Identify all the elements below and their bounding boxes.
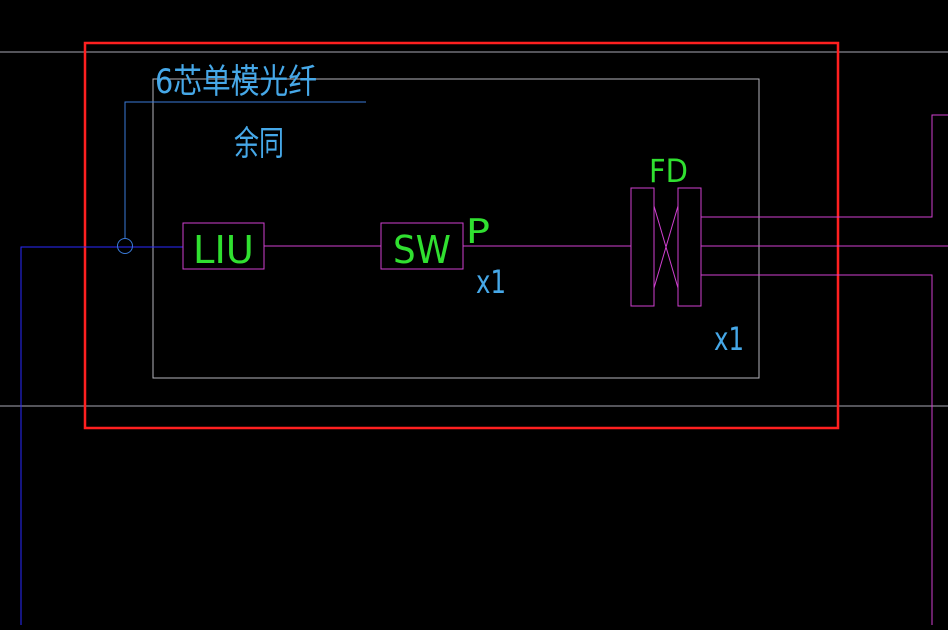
outgoing-feeder-1[interactable]: [701, 114, 948, 218]
outgoing-feeder-3[interactable]: [701, 274, 933, 625]
fd-cross-line-b: [653, 205, 679, 289]
fd-label: FD: [649, 152, 688, 190]
fd-right-panel[interactable]: [677, 187, 702, 307]
switch-label: SW: [393, 228, 451, 272]
cabinet-enclosure[interactable]: [152, 78, 760, 379]
splice-point-circle[interactable]: [117, 238, 133, 254]
liu-unit[interactable]: LIU: [182, 222, 265, 272]
liu-label: LIU: [193, 228, 254, 272]
selection-frame[interactable]: [83, 41, 840, 430]
port-label: P: [466, 212, 490, 252]
cable-leader-line: [124, 101, 366, 239]
location-label: 余同: [234, 124, 284, 164]
incoming-fiber-line[interactable]: [20, 246, 183, 625]
fd-quantity-label: x1: [714, 320, 744, 358]
fiber-distribution-frame[interactable]: FD: [630, 152, 702, 307]
switch-quantity-label: x1: [476, 263, 506, 301]
switch-unit[interactable]: SW: [380, 222, 464, 272]
fd-left-panel[interactable]: [630, 187, 655, 307]
cable-type-label: 6芯单模光纤: [155, 62, 317, 102]
